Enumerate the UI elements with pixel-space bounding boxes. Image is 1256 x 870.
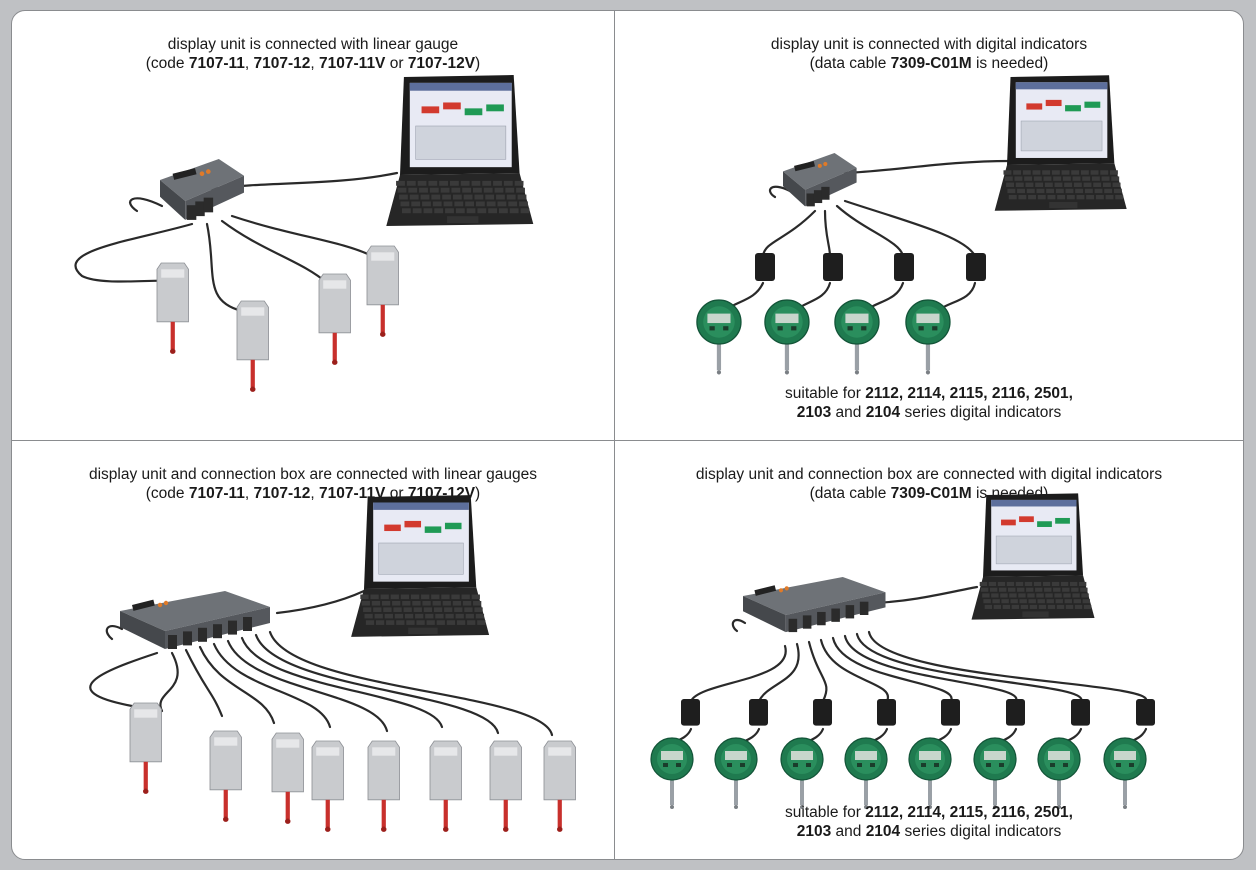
illustration-linear-gauges-box [12, 441, 615, 860]
laptop [386, 75, 533, 226]
cable-adapter [813, 699, 832, 726]
digital-indicator [845, 738, 887, 809]
display-unit-with-connection-box [743, 577, 886, 632]
linear-gauge [237, 301, 269, 392]
cable [763, 211, 815, 256]
cable [825, 211, 830, 256]
digital-indicator [715, 738, 757, 809]
cable [214, 644, 330, 727]
cable-adapter [681, 699, 700, 726]
cable [160, 653, 177, 711]
digital-indicator [1038, 738, 1080, 809]
linear-gauge [319, 274, 351, 365]
linear-gauge [368, 741, 400, 832]
cable [130, 198, 162, 211]
cable [107, 626, 122, 639]
cable [869, 632, 1146, 701]
display-unit-with-connection-box [120, 591, 270, 649]
cable [845, 201, 975, 256]
laptop [972, 493, 1095, 619]
linear-gauge [544, 741, 576, 832]
cable [186, 650, 222, 716]
digital-indicator [697, 300, 741, 375]
suitable-note: suitable for 2112, 2114, 2115, 2116, 250… [615, 384, 1243, 422]
cable [242, 638, 442, 727]
laptop [995, 75, 1127, 211]
digital-indicator [835, 300, 879, 375]
document-frame: display unit is connected with linear ga… [11, 10, 1244, 860]
cable [837, 206, 903, 256]
display-unit [160, 159, 244, 220]
illustration-digital-indicators-box [615, 441, 1244, 860]
cable [207, 224, 242, 311]
cable [875, 587, 977, 603]
linear-gauge [430, 741, 462, 832]
cable [733, 620, 745, 631]
cable [232, 216, 372, 256]
cable-adapter [749, 699, 768, 726]
cable [270, 632, 552, 735]
cable [277, 591, 364, 613]
cable [845, 161, 1010, 173]
cable [691, 646, 786, 701]
suitable-line-2: 2103 and 2104 series digital indicators [615, 403, 1243, 422]
suitable-note: suitable for 2112, 2114, 2115, 2116, 250… [615, 803, 1243, 841]
cable-adapter [1071, 699, 1090, 726]
cable-adapter [1136, 699, 1155, 726]
cable-adapter [894, 253, 914, 281]
linear-gauge [157, 263, 189, 354]
cable-adapter [1006, 699, 1025, 726]
display-unit [783, 153, 857, 206]
digital-indicator [974, 738, 1016, 809]
digital-indicator [651, 738, 693, 809]
digital-indicator [909, 738, 951, 809]
cable-adapter [941, 699, 960, 726]
digital-indicator [765, 300, 809, 375]
illustration-linear-gauges [12, 11, 615, 441]
suitable-line-1: suitable for 2112, 2114, 2115, 2116, 250… [615, 803, 1243, 822]
panel-digital-indicators: display unit is connected with digital i… [615, 11, 1243, 441]
cable-adapter [755, 253, 775, 281]
panel-linear-gauges-box: display unit and connection box are conn… [12, 441, 615, 859]
digital-indicator [781, 738, 823, 809]
suitable-line-1: suitable for 2112, 2114, 2115, 2116, 250… [615, 384, 1243, 403]
digital-indicator [906, 300, 950, 375]
linear-gauge [130, 703, 162, 794]
linear-gauge [210, 731, 242, 822]
cable [222, 221, 327, 283]
cable-adapter [966, 253, 986, 281]
linear-gauge [312, 741, 344, 832]
cable-adapter [823, 253, 843, 281]
linear-gauge [490, 741, 522, 832]
laptop [351, 495, 489, 637]
digital-indicator [1104, 738, 1146, 809]
panel-grid: display unit is connected with linear ga… [12, 11, 1243, 859]
cable [90, 653, 157, 706]
panel-digital-indicators-box: display unit and connection box are conn… [615, 441, 1243, 859]
cable-adapter [877, 699, 896, 726]
illustration-digital-indicators [615, 11, 1244, 441]
panel-linear-gauge: display unit is connected with linear ga… [12, 11, 615, 441]
cable [809, 642, 826, 701]
linear-gauge [272, 733, 304, 824]
linear-gauge [367, 246, 399, 337]
suitable-line-2: 2103 and 2104 series digital indicators [615, 822, 1243, 841]
